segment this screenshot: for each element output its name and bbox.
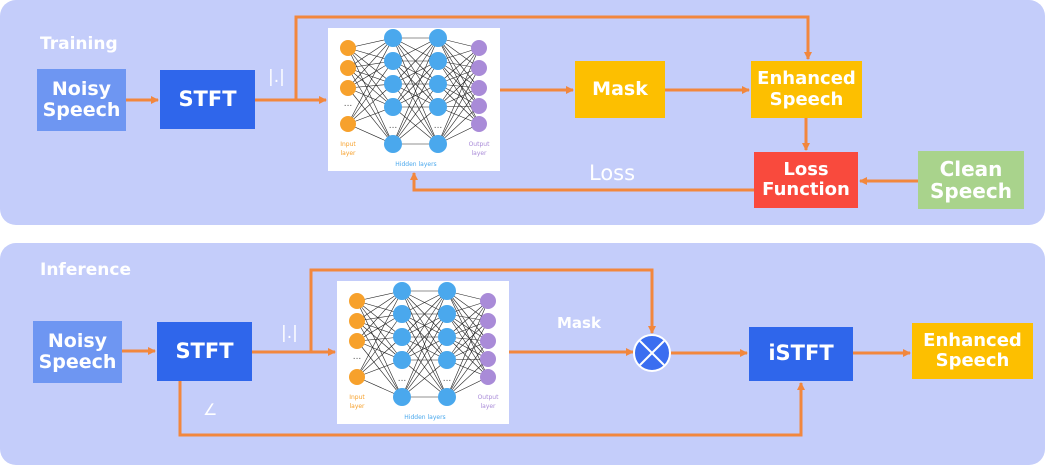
inference-magnitude-label: |.| xyxy=(281,323,298,343)
nn-hidden-node xyxy=(384,135,402,153)
nn-hidden-node xyxy=(438,351,456,369)
nn-input-node xyxy=(349,293,365,309)
training-stft-box: STFT xyxy=(160,70,255,129)
phase-label: ∠ xyxy=(203,400,218,419)
nn-hidden-node xyxy=(438,305,456,323)
istft-box: iSTFT xyxy=(749,327,853,381)
nn-output-node xyxy=(480,333,496,349)
nn-input-label: Input xyxy=(349,394,365,401)
nn-hidden-node xyxy=(429,98,447,116)
nn-hidden-node xyxy=(429,75,447,93)
nn-ellipsis: ... xyxy=(353,352,362,362)
nn-hidden-node xyxy=(393,328,411,346)
training-enhanced-line1: Enhanced xyxy=(757,68,856,90)
inference-noisy-speech-line1: Noisy xyxy=(47,329,108,352)
nn-hidden-node xyxy=(429,29,447,47)
nn-hidden-node xyxy=(393,282,411,300)
nn-ellipsis: ... xyxy=(434,121,443,131)
nn-edges xyxy=(356,290,489,398)
nn-output-node xyxy=(480,293,496,309)
loss-function-line1: Loss xyxy=(783,158,829,180)
nn-input-label: layer xyxy=(349,403,365,410)
nn-output-node xyxy=(471,80,487,96)
nn-ellipsis: ... xyxy=(443,374,452,384)
nn-hidden-node xyxy=(384,52,402,70)
nn-output-node xyxy=(480,369,496,385)
nn-input-label: Input xyxy=(340,141,356,148)
nn-output-node xyxy=(471,60,487,76)
nn-input-node xyxy=(340,80,356,96)
nn-hidden-node xyxy=(438,328,456,346)
inference-title: Inference xyxy=(40,260,131,280)
nn-input-node xyxy=(349,369,365,385)
inference-stft-box: STFT xyxy=(157,322,252,381)
inference-mask-label: Mask xyxy=(557,314,601,332)
nn-hidden-node xyxy=(393,388,411,406)
nn-ellipsis: ... xyxy=(398,374,407,384)
inference-noisy-speech-line2: Speech xyxy=(38,351,117,373)
istft-label: iSTFT xyxy=(768,341,834,366)
nn-edge xyxy=(437,105,480,145)
training-enhanced-line2: Speech xyxy=(769,88,844,110)
training-panel: Training xyxy=(0,0,1045,225)
nn-output-node xyxy=(480,313,496,329)
nn-edge xyxy=(392,106,439,145)
inference-enhanced-line2: Speech xyxy=(935,350,1010,371)
training-mask-box: Mask xyxy=(575,61,665,118)
training-noisy-speech-line2: Speech xyxy=(42,99,121,121)
nn-output-label: layer xyxy=(480,403,496,410)
nn-output-label: Output xyxy=(478,394,499,401)
loss-function-line2: Function xyxy=(762,179,850,200)
nn-ellipsis: ... xyxy=(344,99,353,109)
nn-input-node xyxy=(340,116,356,132)
nn-hidden-node xyxy=(393,351,411,369)
nn-hidden-label: Hidden layers xyxy=(404,414,445,421)
nn-hidden-node xyxy=(429,52,447,70)
nn-input-label: layer xyxy=(340,150,356,157)
nn-output-node xyxy=(471,116,487,132)
inference-stft-label: STFT xyxy=(175,338,234,363)
training-mask-label: Mask xyxy=(592,77,648,100)
inference-enhanced-line1: Enhanced xyxy=(923,329,1022,351)
nn-hidden-node xyxy=(384,75,402,93)
clean-speech-line2: Speech xyxy=(930,179,1012,203)
nn-hidden-node xyxy=(429,135,447,153)
nn-hidden-node xyxy=(384,29,402,47)
nn-output-node xyxy=(471,98,487,114)
nn-hidden-node xyxy=(393,305,411,323)
nn-output-label: Output xyxy=(469,141,490,148)
nn-hidden-node xyxy=(384,98,402,116)
nn-input-node xyxy=(340,60,356,76)
nn-output-label: layer xyxy=(471,150,487,157)
nn-output-node xyxy=(480,351,496,367)
clean-speech-line1: Clean xyxy=(939,156,1003,181)
training-magnitude-label: |.| xyxy=(268,67,285,87)
nn-hidden-label: Hidden layers xyxy=(395,161,436,168)
nn-input-node xyxy=(349,333,365,349)
nn-hidden-node xyxy=(438,388,456,406)
nn-input-node xyxy=(340,40,356,56)
training-stft-label: STFT xyxy=(178,86,237,111)
training-noisy-speech-line1: Noisy xyxy=(51,77,112,100)
nn-output-node xyxy=(471,40,487,56)
nn-ellipsis: ... xyxy=(389,121,398,131)
nn-input-node xyxy=(349,313,365,329)
training-title: Training xyxy=(40,34,118,54)
nn-edges xyxy=(347,37,480,145)
loss-label: Loss xyxy=(589,161,636,185)
nn-hidden-node xyxy=(438,282,456,300)
